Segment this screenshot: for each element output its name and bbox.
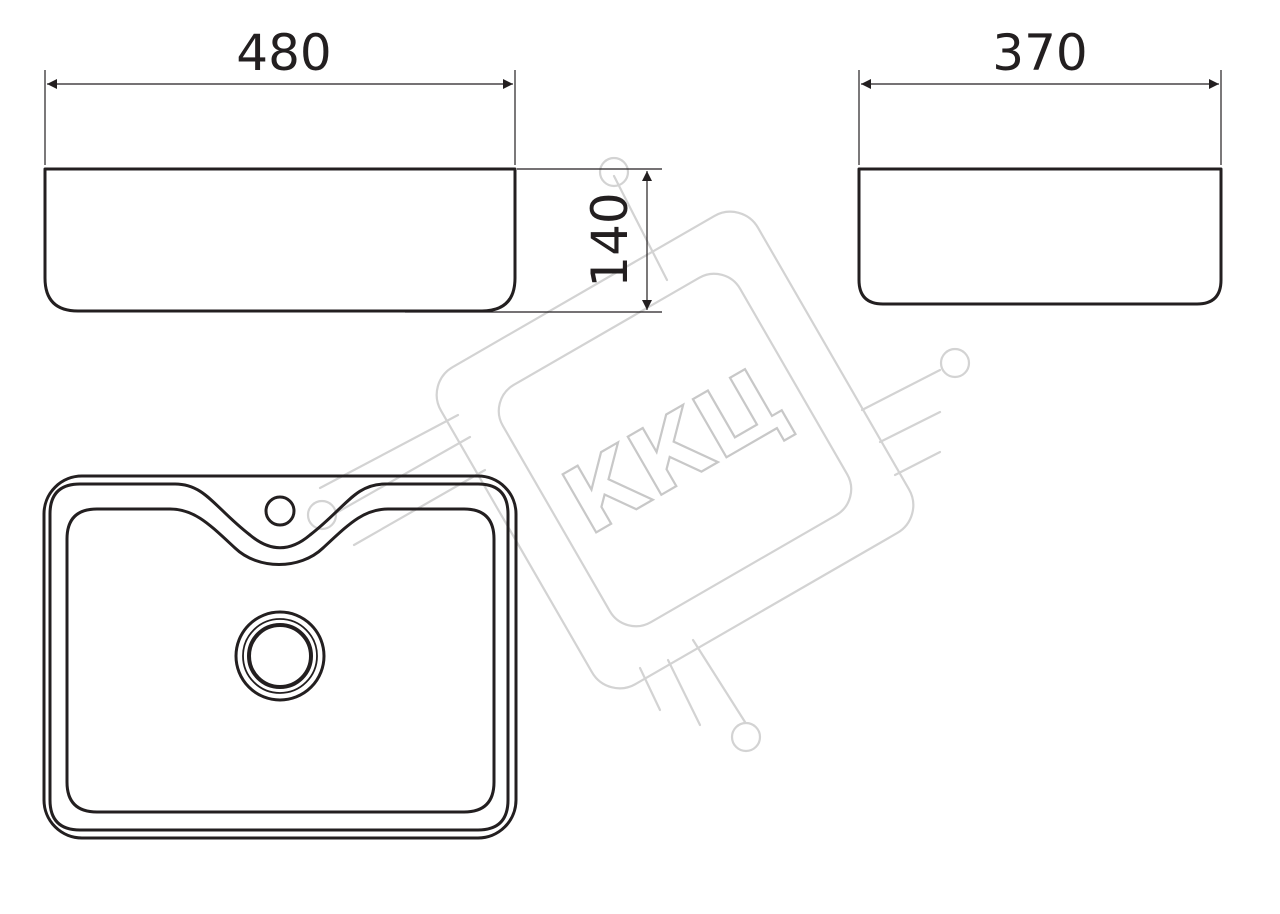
top-view-rim-inner [48, 482, 510, 832]
watermark-inner-frame [497, 272, 853, 628]
drain-outer-ring [234, 610, 326, 702]
width-label: 480 [236, 24, 331, 82]
side-view: 370 [857, 24, 1223, 306]
faucet-hole [264, 495, 296, 527]
front-view-body [43, 167, 517, 313]
front-view: 480 140 [43, 24, 662, 313]
top-view [42, 474, 518, 840]
depth-label: 370 [992, 24, 1087, 82]
side-view-body [857, 167, 1223, 306]
watermark-text: ККЦ [546, 345, 804, 556]
height-label: 140 [581, 192, 639, 287]
drain-mid-ring [242, 618, 318, 694]
top-view-basin [65, 507, 496, 814]
drain-inner-ring [247, 623, 313, 689]
top-view-outer-rim [42, 474, 518, 840]
